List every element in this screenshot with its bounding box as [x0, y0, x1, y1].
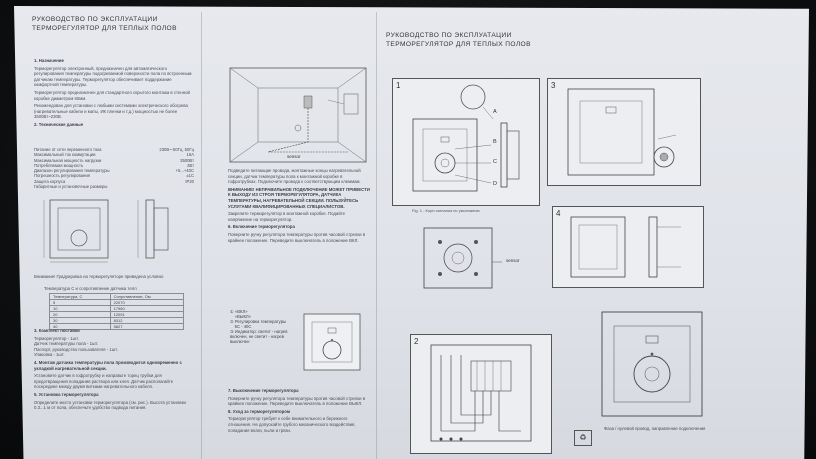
section-7-heading: 7. Выключение терморегулятора: [228, 388, 299, 393]
panel-number: 2: [414, 337, 419, 346]
room-diagram: [229, 67, 367, 163]
section-2-heading: 2. Технические данные: [34, 121, 84, 127]
figure-panel-1: 1 A B C D: [392, 78, 540, 206]
fold-line: [376, 12, 377, 459]
instruction-sheet: РУКОВОДСТВО ПО ЭКСПЛУАТАЦИИ ТЕРМОРЕГУЛЯТ…: [14, 6, 809, 459]
spec-value: +5...+40С: [175, 168, 194, 174]
right-title-line2: ТЕРМОРЕГУЛЯТОР ДЛЯ ТЕПЛЫХ ПОЛОВ: [386, 41, 531, 48]
assembled-regulator-drawing: [601, 311, 703, 417]
connection-text: Подведите питающие провода, монтажные ко…: [228, 168, 370, 260]
spec-row: Защита корпуса IP20: [34, 179, 194, 184]
figure-caption: Fig. 1 - Корп сигнализ по умолчанию: [412, 208, 480, 213]
terminal-block-drawing: [423, 227, 502, 289]
paragraph: Терморегулятор электронный, предназначен…: [34, 65, 192, 88]
panel-number: 3: [551, 81, 556, 90]
kit-item: Упаковка - 1шт.: [34, 352, 65, 358]
paragraph: Поверните ручку регулятора температуры п…: [228, 395, 366, 407]
right-title-line1: РУКОВОДСТВО ПО ЭКСПЛУАТАЦИИ: [386, 32, 512, 39]
paragraph: Подведите питающие провода, монтажные ко…: [228, 168, 361, 185]
spec-label: Диапазон регулирования температуры: [34, 168, 110, 174]
spec-label: Максимальная мощность нагрузки: [34, 157, 102, 163]
spec-label: Максимальный ток коммутации: [34, 152, 96, 158]
section-6-heading: 6. Включение терморегулятора: [228, 224, 295, 230]
spec-value: IP20: [185, 178, 194, 184]
dimension-drawing: [43, 199, 169, 263]
disposal-icon: ♻: [574, 430, 592, 446]
bottom-note: Фаза / нулевой провод, направление подкл…: [604, 426, 706, 431]
spec-value: 2Вт: [187, 162, 194, 168]
wiring-diagram: [430, 344, 532, 442]
kit-item: Терморегулятор - 1шт.: [34, 335, 79, 341]
spec-value: 16А: [186, 152, 194, 158]
label-a: A: [493, 109, 497, 115]
graduation-note: Внимание! Градуировка на терморегуляторе…: [34, 274, 164, 279]
legend-regulation: ② Регулировка температуры: [230, 319, 287, 324]
figure-panel-3: 3: [547, 78, 701, 186]
sensor-label: sensor: [287, 154, 301, 159]
mounting-box-drawing: [570, 216, 681, 278]
legend-range: 5С - 40С: [234, 324, 252, 329]
intro-text: 1. Назначение Терморегулятор электронный…: [34, 58, 194, 146]
spec-label: Питание от сети переменного тока: [34, 147, 102, 152]
spec-value: 3500Вт: [180, 157, 194, 163]
left-title-line2: ТЕРМОРЕГУЛЯТОР ДЛЯ ТЕПЛЫХ ПОЛОВ: [32, 25, 177, 32]
sensor-label-right: sensor: [506, 258, 520, 263]
paragraph: Терморегулятор предназначен для стандарт…: [34, 89, 190, 101]
spec-label: Погрешность регулирования: [34, 173, 90, 179]
paragraph: Установите датчик в гофротрубку и направ…: [34, 373, 174, 390]
regulator-front-drawing: [303, 313, 361, 371]
spec-label: Потребляемая мощность: [34, 162, 84, 168]
spec-row: Потребляемая мощность 2Вт: [34, 163, 194, 168]
paragraph: Рекомендован для установки с любыми сист…: [34, 103, 188, 120]
legend-indicator: ③ Индикатор: светит - нагрев включен, не…: [230, 329, 288, 344]
section-5-heading: 5. Установка терморегулятора: [34, 391, 99, 397]
paragraph: Закрепите терморегулятор в монтажной кор…: [228, 211, 346, 222]
spec-label: Защита корпуса: [34, 178, 66, 184]
panel-number: 4: [556, 209, 561, 218]
off-and-care-text: 7. Выключение терморегулятора Поверните …: [228, 388, 370, 458]
spec-row: Габаритные и установочные размеры: [34, 184, 194, 189]
section-1-heading: 1. Назначение: [34, 58, 64, 63]
label-b: B: [493, 139, 497, 145]
spec-row: Погрешность регулирования ±1С: [34, 173, 194, 178]
spec-row: Питание от сети переменного тока 230В~-50…: [34, 147, 194, 152]
table-cell: 5827: [109, 323, 185, 330]
spec-row: Максимальный ток коммутации 16А: [34, 152, 194, 157]
spec-value: 230В~-50Гц, 50Гц: [159, 147, 194, 152]
figure-panel-4: 4: [552, 206, 704, 288]
spec-row: Диапазон регулирования температуры +5...+…: [34, 168, 194, 173]
specs-list: Питание от сети переменного тока 230В~-50…: [34, 147, 194, 189]
front-cover-drawing: [567, 88, 677, 176]
spec-row: Максимальная мощность нагрузки 3500Вт: [34, 158, 194, 163]
kit-item: Датчик температуры пола - 1шт.: [34, 341, 99, 347]
kit-and-mounting-text: 3. Комплект поставки Терморегулятор - 1ш…: [34, 328, 194, 458]
section-8-heading: 8. Уход за терморегулятором: [228, 408, 291, 414]
paragraph: Терморегулятор требует к себе внимательн…: [228, 416, 356, 433]
paragraph: Поверните ручку регулятора температуры п…: [228, 231, 366, 243]
label-d: D: [493, 181, 497, 187]
sensor-table-title: Температура С и сопротивление датчика те…: [44, 286, 137, 291]
fold-line: [201, 12, 202, 459]
figure-panel-2: 2: [410, 334, 552, 454]
control-legend: ① «ВКЛ» «ВЫКЛ» ② Регулировка температуры…: [230, 309, 300, 344]
spec-value: ±1С: [186, 173, 194, 179]
spec-label: Габаритные и установочные размеры: [34, 184, 108, 190]
kit-item: Паспорт, руководство пользователя - 1шт.: [34, 346, 118, 352]
legend-off: «ВЫКЛ»: [234, 314, 252, 319]
legend-on: ① «ВКЛ»: [230, 309, 248, 314]
label-c: C: [493, 159, 497, 165]
paragraph: Определите место установки терморегулято…: [34, 399, 186, 411]
section-4-heading: 4. Монтаж датчика температуры пола произ…: [34, 359, 182, 371]
warning-text: ВНИМАНИЕ! НЕПРАВИЛЬНОЕ ПОДКЛЮЧЕНИЕ МОЖЕТ…: [228, 186, 370, 209]
panel-number: 1: [396, 81, 401, 90]
regulator-exploded-drawing: [412, 84, 520, 192]
section-3-heading: 3. Комплект поставки: [34, 328, 80, 333]
left-title-line1: РУКОВОДСТВО ПО ЭКСПЛУАТАЦИИ: [32, 16, 158, 23]
